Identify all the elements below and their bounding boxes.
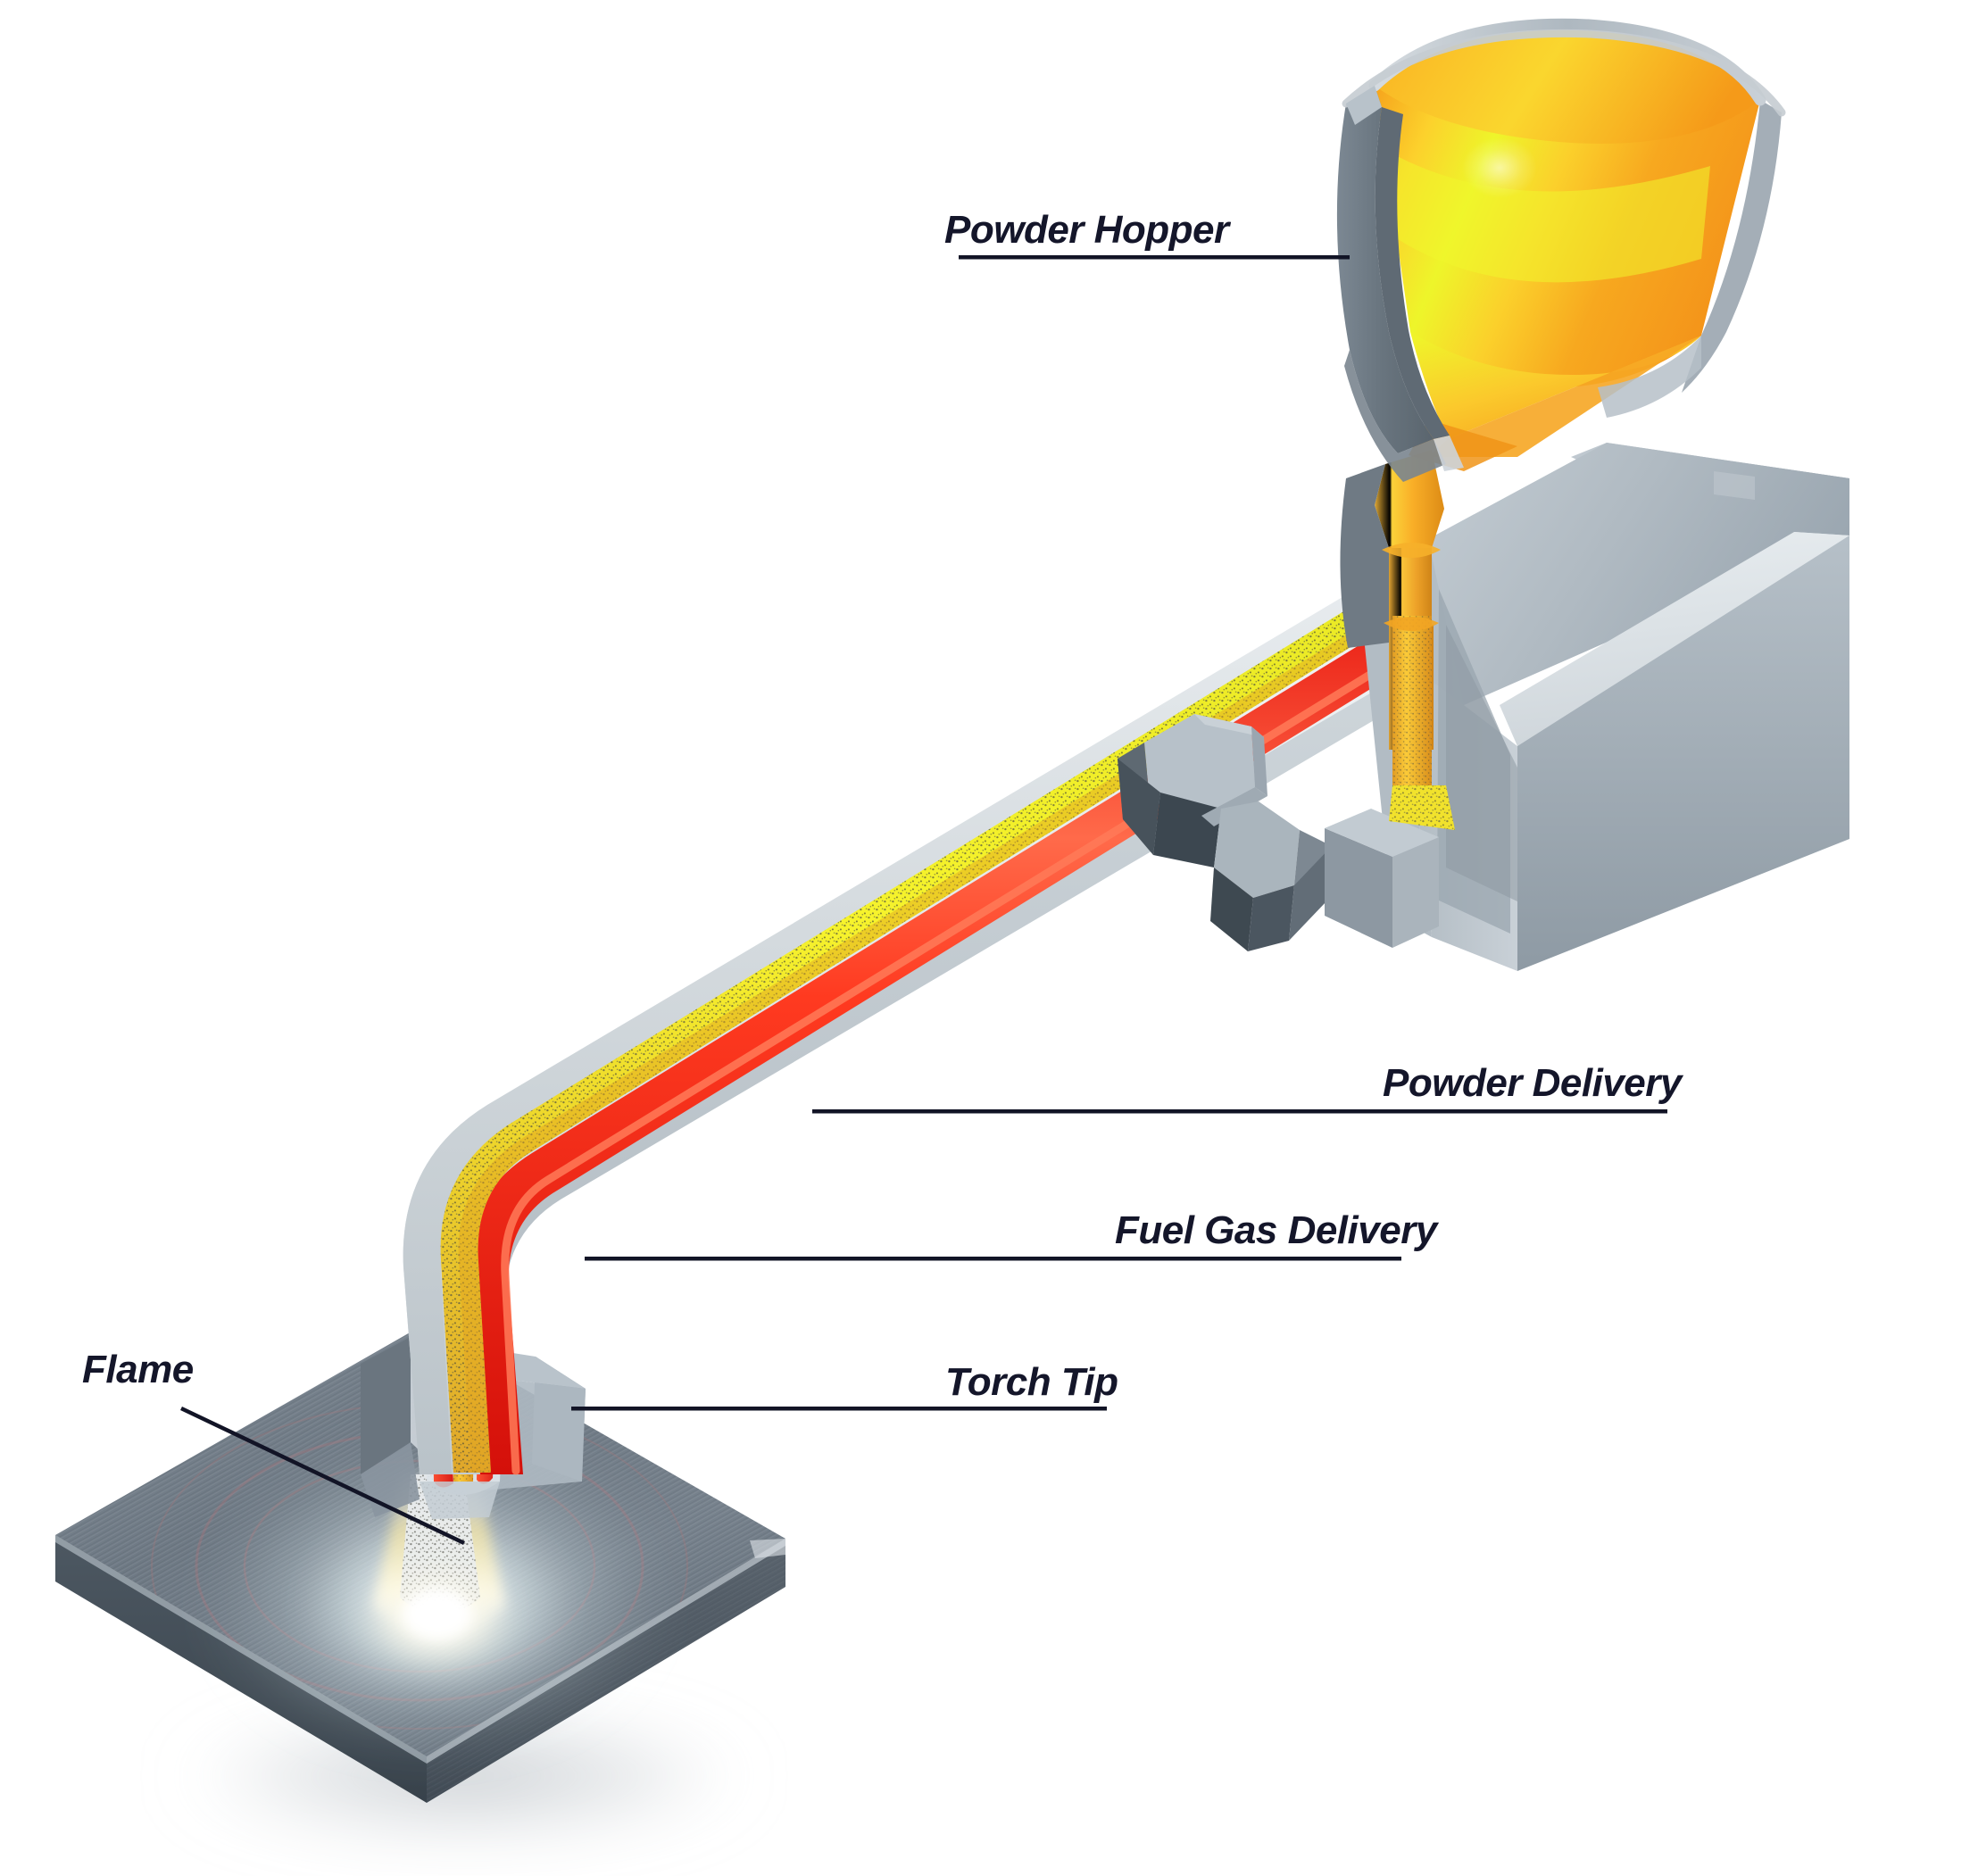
barrel-collar-nut-lower — [1210, 801, 1332, 951]
label-flame-text: Flame — [82, 1348, 194, 1391]
powder-hopper — [1336, 18, 1786, 482]
leader-line-flame — [180, 1406, 465, 1546]
label-powder-delivery: Powder Delivery — [1383, 1064, 1682, 1103]
hopper-neck — [1340, 450, 1455, 830]
label-powder-delivery-text: Powder Delivery — [1383, 1061, 1682, 1105]
label-powder-hopper-text: Powder Hopper — [944, 208, 1229, 252]
label-powder-hopper: Powder Hopper — [944, 211, 1229, 250]
label-fuel-gas-delivery-text: Fuel Gas Delivery — [1115, 1208, 1437, 1252]
flame — [212, 1448, 659, 1747]
label-fuel-gas-delivery: Fuel Gas Delivery — [1115, 1211, 1437, 1250]
barrel-collar-nut-upper — [1118, 714, 1267, 867]
label-torch-tip: Torch Tip — [945, 1363, 1118, 1402]
label-torch-tip-text: Torch Tip — [945, 1360, 1118, 1404]
label-flame: Flame — [82, 1350, 194, 1390]
torch-barrel — [403, 546, 1500, 1475]
torch-body-bracket — [1325, 809, 1439, 948]
leader-lines — [571, 254, 1667, 1411]
